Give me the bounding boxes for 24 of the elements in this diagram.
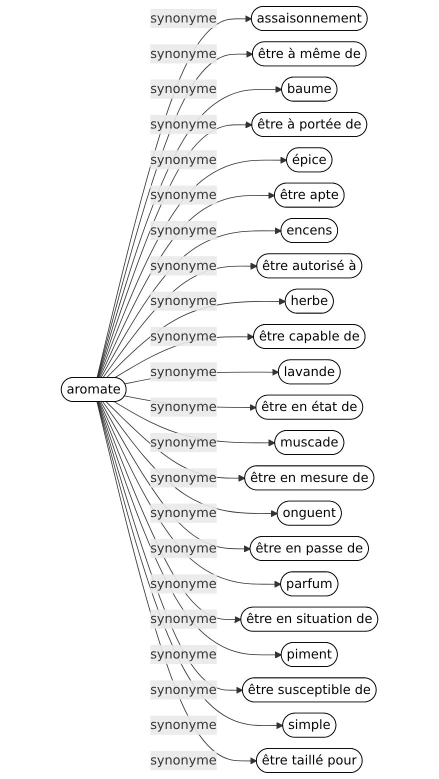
edge-label: synonyme <box>150 505 217 520</box>
edge-label: synonyme <box>150 10 217 26</box>
edge-label: synonyme <box>150 222 217 238</box>
edge-label: synonyme <box>150 434 217 450</box>
edge-label: synonyme <box>150 646 217 662</box>
edge-label: synonyme <box>150 717 217 732</box>
edge-label: synonyme <box>150 611 217 626</box>
edge-label: synonyme <box>150 399 217 414</box>
edge-label: synonyme <box>150 364 217 380</box>
edge-label: synonyme <box>150 81 217 96</box>
edge-label: synonyme <box>150 682 217 698</box>
edge-label: synonyme <box>150 293 217 308</box>
edge-label: synonyme <box>150 470 217 486</box>
edge-label: synonyme <box>150 540 217 556</box>
edge-label: synonyme <box>150 328 217 344</box>
edge-label: synonyme <box>150 152 217 168</box>
arrow <box>100 402 251 552</box>
arrow <box>106 402 246 482</box>
edge-label: synonyme <box>150 576 217 592</box>
edge-label: synonyme <box>150 752 217 768</box>
edge-label: synonyme <box>150 116 217 132</box>
edge-label: synonyme <box>150 187 217 202</box>
edge-label: synonyme <box>150 258 217 274</box>
edge-label: synonyme <box>150 46 217 62</box>
